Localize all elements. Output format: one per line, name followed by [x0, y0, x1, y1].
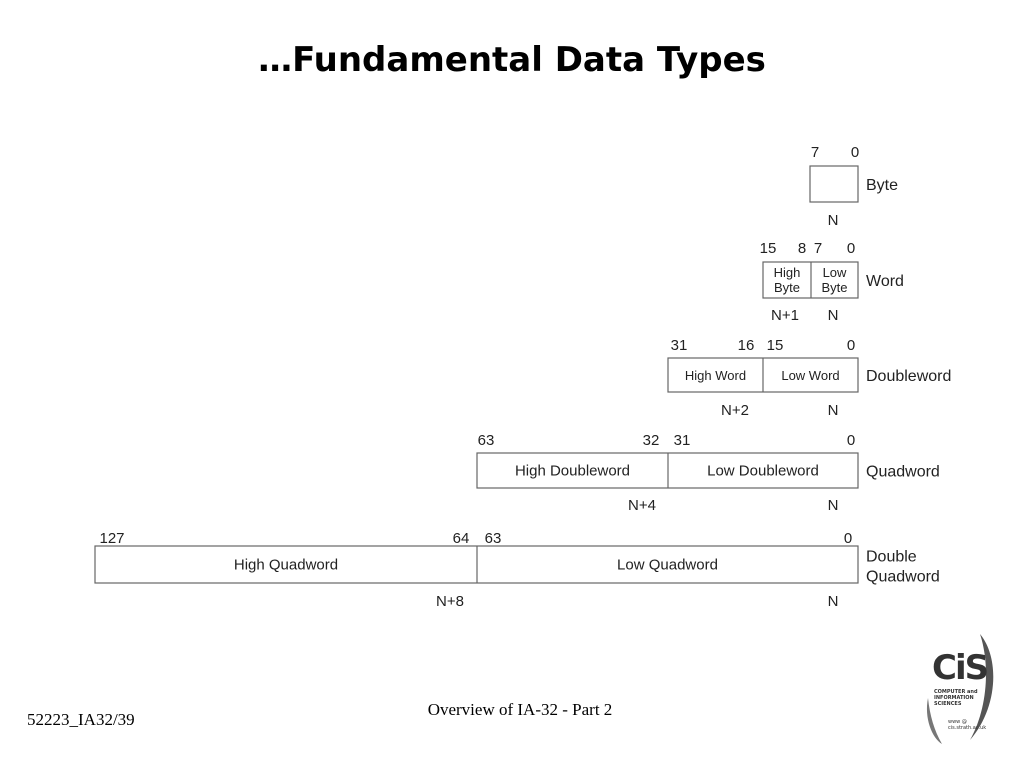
- word-cell-label: Low: [823, 265, 847, 280]
- doubleword-bit-label: 31: [671, 337, 688, 354]
- quadword-cell-label: Low Doubleword: [707, 463, 819, 480]
- quadword-type-label: Quadword: [866, 464, 940, 481]
- double-quadword-cell-label: High Quadword: [234, 557, 338, 574]
- doubleword-address-label: N+2: [721, 402, 749, 419]
- double-quadword-type-label: Double: [866, 549, 917, 566]
- byte-type-label: Byte: [866, 177, 898, 194]
- footer-title: Overview of IA-32 - Part 2: [427, 700, 613, 719]
- logo-text: CiS: [932, 648, 989, 688]
- word-bit-label: 7: [814, 240, 822, 257]
- word-bit-label: 8: [798, 240, 806, 257]
- double-quadword-address-label: N+8: [436, 593, 464, 610]
- quadword-bit-label: 0: [847, 432, 855, 449]
- quadword-bit-label: 63: [478, 432, 495, 449]
- word-bit-label: 0: [847, 240, 855, 257]
- quadword-bit-label: 32: [643, 432, 660, 449]
- quadword-address-label: N+4: [628, 497, 656, 514]
- logo-swoosh-icon: [926, 634, 994, 744]
- word-cell-label: High: [774, 265, 801, 280]
- word-bit-label: 15: [760, 240, 777, 257]
- double-quadword-bit-label: 64: [453, 530, 470, 547]
- quadword-cell-label: High Doubleword: [515, 463, 630, 480]
- doubleword-type-label: Doubleword: [866, 368, 951, 385]
- byte-bit-label: 7: [811, 144, 819, 161]
- double-quadword-bit-label: 127: [99, 530, 124, 547]
- word-type-label: Word: [866, 273, 904, 290]
- word-cell-label: Byte: [821, 280, 847, 295]
- byte-box: [809, 165, 859, 203]
- double-quadword-type-label: Quadword: [866, 569, 940, 586]
- slide-title: …Fundamental Data Types: [258, 40, 766, 80]
- word-cell-label: Byte: [774, 280, 800, 295]
- word-address-label: N: [828, 307, 839, 324]
- doubleword-bit-label: 16: [738, 337, 755, 354]
- doubleword-cell-label: High Word: [685, 368, 746, 383]
- double-quadword-bit-label: 0: [844, 530, 852, 547]
- logo-url: www @ cis.strath.ac.uk: [948, 719, 987, 731]
- byte-address-label: N: [828, 212, 839, 229]
- double-quadword-cell-label: Low Quadword: [617, 557, 718, 574]
- doubleword-bit-label: 0: [847, 337, 855, 354]
- logo-subtitle: COMPUTER and INFORMATION SCIENCES: [934, 689, 978, 707]
- doubleword-address-label: N: [828, 402, 839, 419]
- double-quadword-bit-label: 63: [485, 530, 502, 547]
- quadword-bit-label: 31: [674, 432, 691, 449]
- doubleword-cell-label: Low Word: [781, 368, 839, 383]
- byte-bit-label: 0: [851, 144, 859, 161]
- doubleword-bit-label: 15: [767, 337, 784, 354]
- slide-number: 52223_IA32/39: [27, 710, 135, 729]
- word-address-label: N+1: [771, 307, 799, 324]
- cis-logo: CiS COMPUTER and INFORMATION SCIENCES ww…: [918, 628, 998, 746]
- quadword-address-label: N: [828, 497, 839, 514]
- double-quadword-address-label: N: [828, 593, 839, 610]
